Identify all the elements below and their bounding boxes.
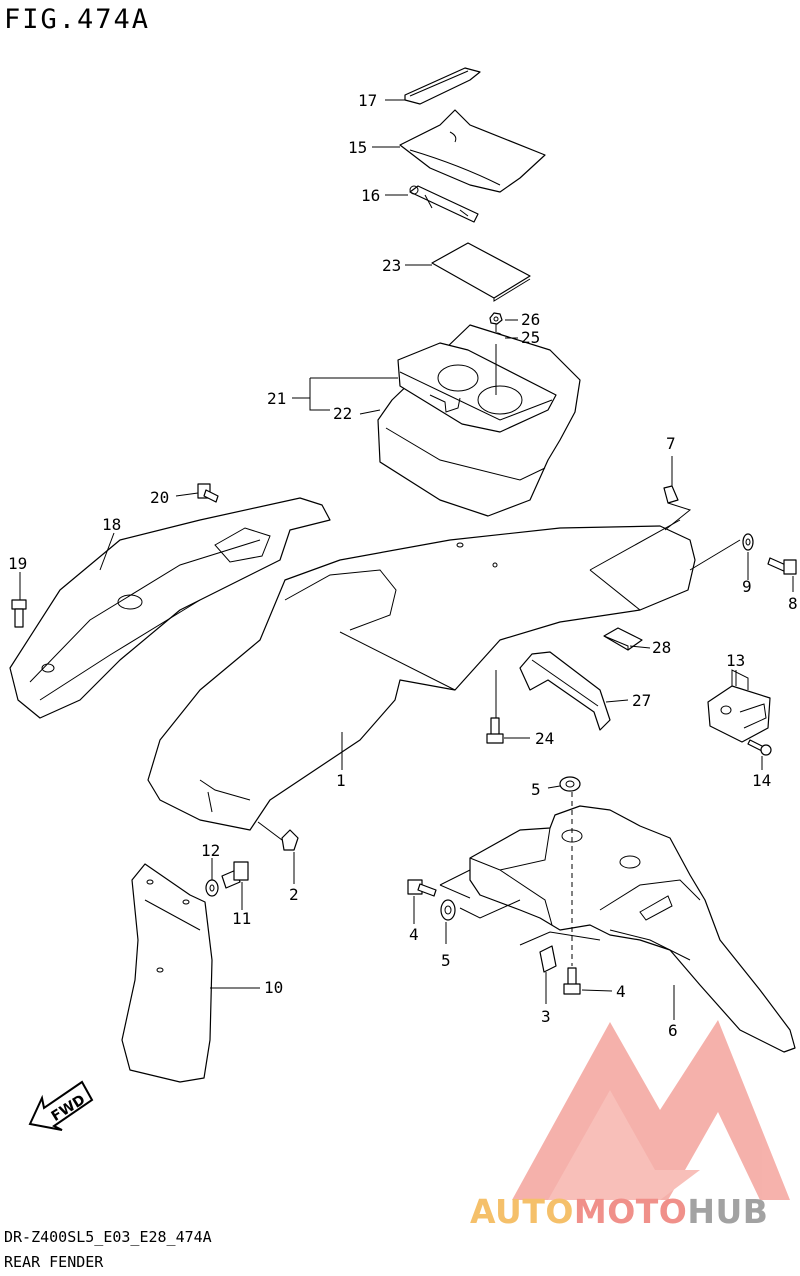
callout-11: 11 [232,909,251,928]
callout-4-bottom: 4 [616,982,626,1001]
callout-22: 22 [333,404,352,423]
fwd-arrow: FWD [28,1080,94,1131]
callout-17: 17 [358,91,377,110]
callout-21: 21 [267,389,286,408]
callout-18: 18 [102,515,121,534]
callout-20: 20 [150,488,169,507]
part-5-collar-left [440,899,456,921]
part-6-fender-bracket [439,805,796,1053]
part-18-side-cover [9,497,331,719]
callout-23: 23 [382,256,401,275]
part-4-bolt-left [407,879,437,897]
callout-6: 6 [668,1021,678,1040]
watermark-logo [512,1020,790,1200]
callout-19: 19 [8,554,27,573]
part-5-collar-top [559,776,581,792]
guide-lines [495,670,573,966]
callout-5-left: 5 [441,951,451,970]
part-8-bolt [767,557,797,575]
callout-3: 3 [541,1007,551,1026]
callout-13: 13 [726,651,745,670]
callout-12: 12 [201,841,220,860]
part-12-washer [205,879,219,897]
part-9-washer [689,533,754,571]
part-13-relay [707,669,771,743]
part-4-bolt-bottom [563,967,581,995]
callout-26: 26 [521,310,540,329]
part-7-clip [663,485,692,531]
part-23-sheet [431,242,531,302]
part-16-wrench [409,185,479,223]
callout-15: 15 [348,138,367,157]
part-19-bolt [11,599,27,628]
callout-5-top: 5 [531,780,541,799]
callout-24: 24 [535,729,554,748]
part-15-tool-bag [399,109,546,193]
callout-2: 2 [289,885,299,904]
callout-1: 1 [336,771,346,790]
part-3-clip [539,945,557,973]
watermark-part-moto: MOTO [573,1192,688,1231]
callout-7: 7 [666,434,676,453]
part-21-22-tool-tray [377,324,581,517]
callout-14: 14 [752,771,771,790]
callout-numbers: 17 15 16 23 26 25 21 22 20 18 19 7 9 8 2… [8,91,798,1040]
watermark-part-auto: AUTO [470,1192,574,1231]
watermark-text: AUTOMOTOHUB [470,1192,768,1231]
callout-8: 8 [788,594,798,613]
part-27-grip [519,651,611,731]
part-10-mudflap [121,863,213,1083]
part-1-rear-fender [147,519,696,831]
part-11-bolt [221,861,249,889]
callout-28: 28 [652,638,671,657]
leader-lines [19,99,794,1020]
figure-title: FIG.474A [4,4,151,35]
part-28-pad [603,627,643,651]
part-17-strap [404,67,481,105]
callout-25: 25 [521,328,540,347]
callout-27: 27 [632,691,651,710]
part-26-nut [489,312,503,325]
part-24-bolt [486,717,504,744]
part-20-bolt [197,483,219,503]
callout-9: 9 [742,577,752,596]
callout-16: 16 [361,186,380,205]
callout-4-left: 4 [409,925,419,944]
callout-10: 10 [264,978,283,997]
part-2-bolt [257,821,299,851]
part-14-screw [747,739,772,756]
figure-name: REAR FENDER [4,1253,104,1271]
watermark-part-hub: HUB [687,1192,769,1231]
figure-code: DR-Z400SL5_E03_E28_474A [4,1228,212,1246]
